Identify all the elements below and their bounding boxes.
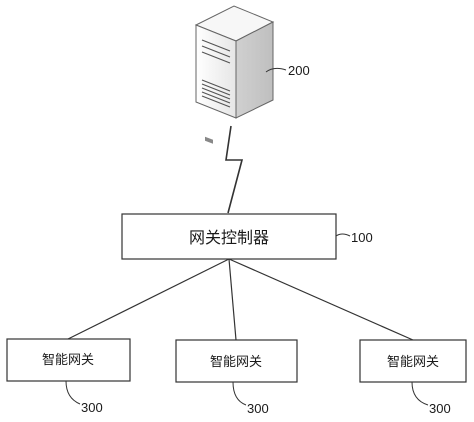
gateway-connections [67, 258, 414, 341]
gateway-box [175, 339, 298, 383]
connection-line [228, 258, 237, 341]
gateway-box [359, 339, 467, 383]
gateway-leader-line [411, 381, 429, 406]
gateway-leader-line [232, 381, 247, 406]
connection-line [67, 258, 230, 340]
gateway-leader-line [65, 380, 81, 405]
wireless-link-icon [225, 125, 244, 214]
power-led-icon [205, 136, 213, 144]
gateway-label: 智能网关 [210, 355, 262, 370]
controller-label: 网关控制器 [189, 228, 269, 247]
gateway-label: 智能网关 [387, 355, 439, 370]
server-leader-line [265, 67, 287, 73]
gateway-ref: 300 [81, 400, 103, 415]
server-ref: 200 [288, 63, 310, 78]
gateway-ref: 300 [247, 401, 269, 416]
gateway-label: 智能网关 [42, 353, 94, 368]
controller-ref: 100 [351, 230, 373, 245]
gateway-box [6, 338, 131, 382]
gateway-ref: 300 [429, 401, 451, 416]
controller-box [121, 213, 337, 260]
controller-leader-line [335, 233, 351, 237]
connection-line [228, 258, 414, 341]
server-icon [194, 5, 275, 144]
